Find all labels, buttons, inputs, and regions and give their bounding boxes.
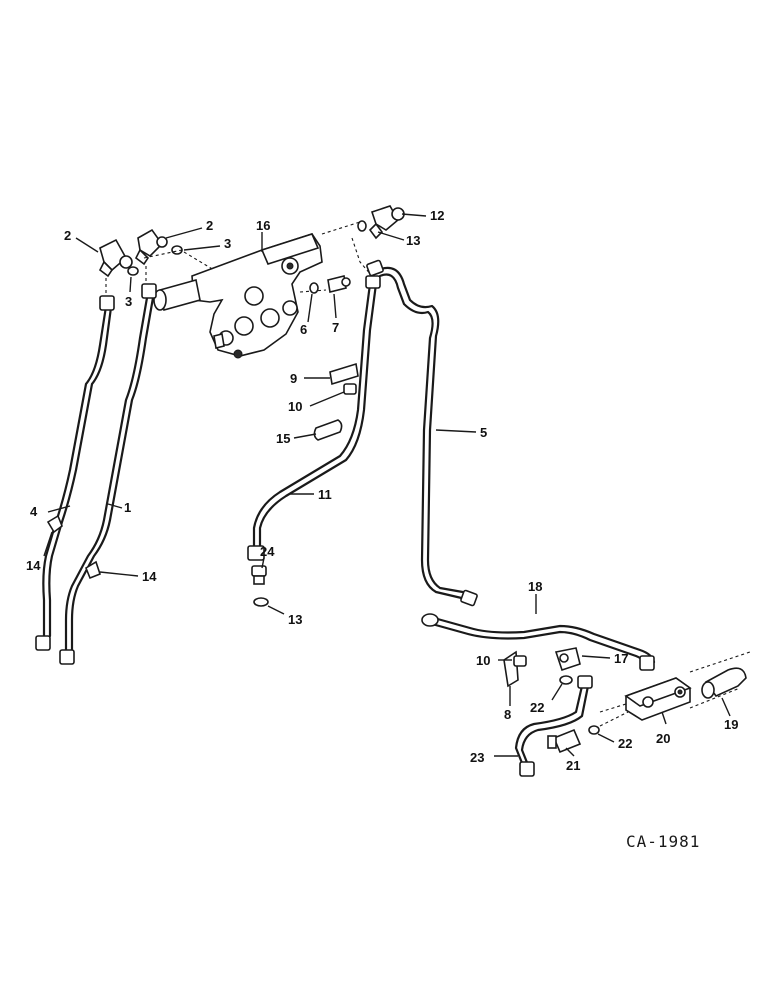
callout-11: 11 (318, 487, 332, 502)
elbow-fitting-12 (368, 205, 405, 240)
callout-8: 8 (504, 707, 511, 722)
callout-10: 10 (288, 399, 302, 414)
callout-9: 9 (290, 371, 297, 386)
o-ring-13-top (357, 220, 367, 232)
callout-24: 24 (260, 544, 275, 559)
callout-3: 3 (125, 294, 132, 309)
callout-13: 13 (288, 612, 302, 627)
o-ring-13-lower (253, 597, 269, 607)
elbow-fitting-19 (701, 667, 747, 699)
adapter-fitting-24 (251, 565, 267, 585)
callout-10: 10 (476, 653, 490, 668)
tee-fitting-21 (547, 728, 582, 754)
callout-1: 1 (124, 500, 131, 515)
tube-18 (421, 613, 656, 671)
callout-2: 2 (64, 228, 71, 243)
block-10-upper (343, 383, 357, 395)
adapter-fitting-7 (327, 275, 351, 293)
callout-14: 14 (26, 558, 41, 573)
callout-7: 7 (332, 320, 339, 335)
o-ring-3a (127, 266, 139, 276)
callout-19: 19 (724, 717, 738, 732)
clip-14a (46, 514, 63, 534)
tube-5 (366, 259, 478, 607)
callout-12: 12 (430, 208, 444, 223)
callout-15: 15 (276, 431, 290, 446)
callout-labels: 2 2 3 3 16 12 13 6 7 9 10 15 5 11 4 1 14… (26, 208, 738, 773)
callout-20: 20 (656, 731, 670, 746)
block-10-lower (513, 655, 527, 667)
callout-18: 18 (528, 579, 542, 594)
tube-11 (247, 275, 381, 561)
callout-16: 16 (256, 218, 270, 233)
callout-23: 23 (470, 750, 484, 765)
callout-2: 2 (206, 218, 213, 233)
sleeve-15 (313, 419, 343, 441)
o-ring-22a (559, 675, 573, 685)
o-ring-6 (309, 282, 319, 294)
clamp-9 (329, 362, 359, 386)
clip-14b (85, 560, 101, 580)
leader-lines (43, 213, 731, 757)
callout-14: 14 (142, 569, 157, 584)
elbow-fitting-left (98, 238, 133, 278)
callout-13: 13 (406, 233, 420, 248)
valve-block-20 (624, 677, 692, 721)
tube-1 (59, 283, 157, 665)
callout-22: 22 (618, 736, 632, 751)
fitting-17 (554, 647, 581, 672)
control-valve-body (153, 233, 323, 359)
tube-4 (35, 295, 115, 651)
callout-22: 22 (530, 700, 544, 715)
callout-4: 4 (30, 504, 38, 519)
o-ring-22b (588, 725, 600, 735)
elbow-fitting-center (134, 228, 168, 266)
callout-3: 3 (224, 236, 231, 251)
tube-23 (514, 675, 593, 777)
callout-6: 6 (300, 322, 307, 337)
diagram-code-label: CA-1981 (626, 832, 701, 851)
callout-5: 5 (480, 425, 487, 440)
callout-21: 21 (566, 758, 580, 773)
callout-17: 17 (614, 651, 628, 666)
